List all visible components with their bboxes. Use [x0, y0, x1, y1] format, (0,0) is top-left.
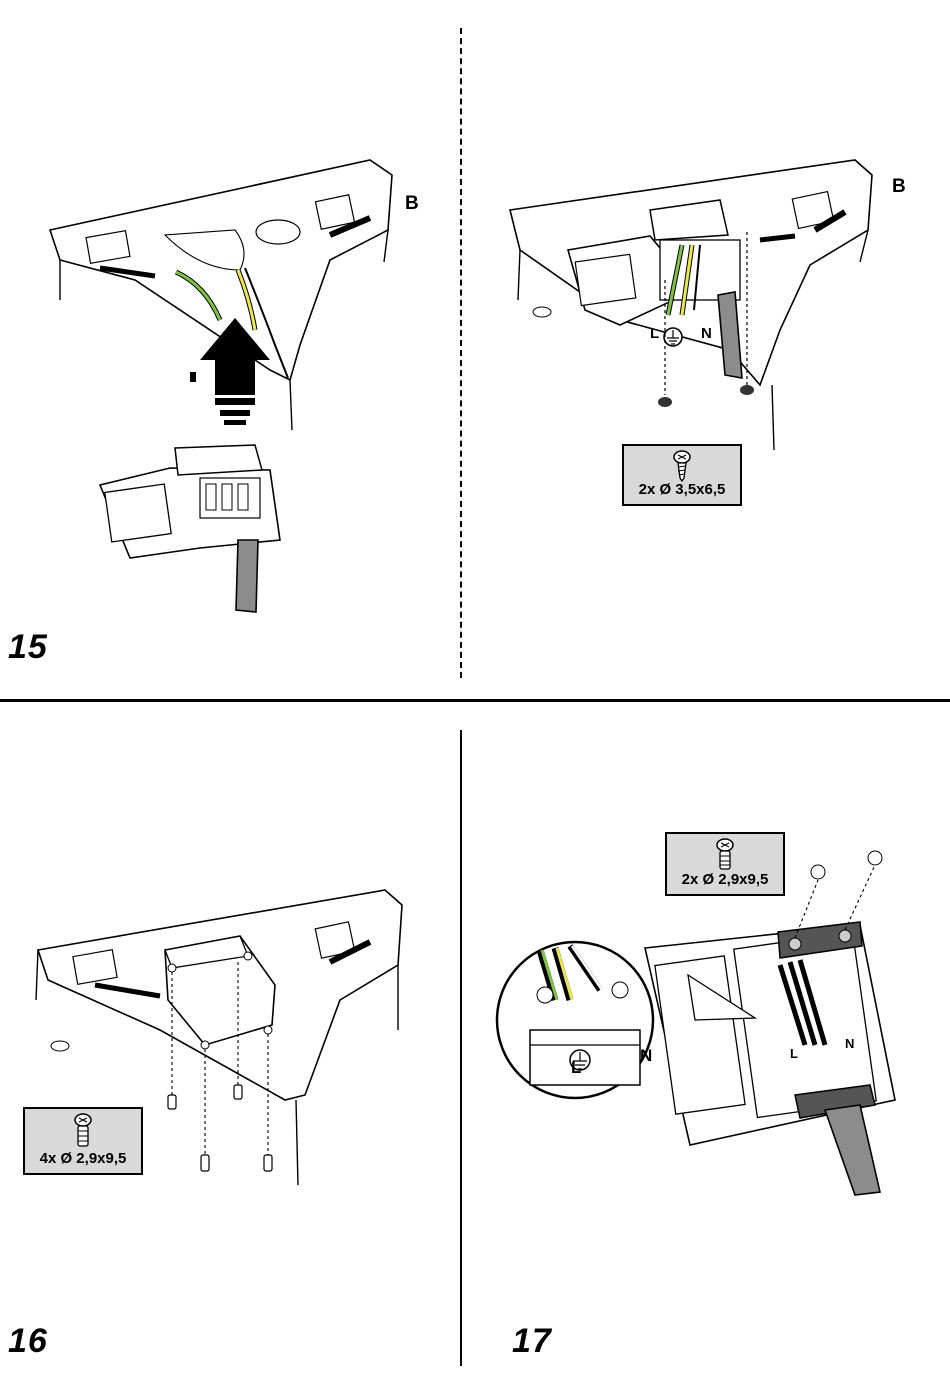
screw-icon: [73, 1113, 93, 1149]
cable-clamp-drawing: [460, 700, 950, 1383]
step-number: 17: [512, 1322, 552, 1361]
step-number: 16: [8, 1322, 48, 1361]
terminal-l-label: L: [650, 325, 659, 342]
label-b: B: [892, 176, 906, 198]
detail-terminal-n-label: N: [640, 1046, 652, 1066]
hood-bracket-mounted-drawing: [460, 0, 950, 690]
terminal-cover-drawing: [0, 700, 460, 1383]
screw-spec-label: 4x Ø 2,9x9,5: [25, 1150, 141, 1167]
screw-icon: [672, 450, 692, 482]
hood-bracket-drawing: [0, 0, 460, 690]
step-number: 15: [8, 628, 48, 667]
label-b: B: [405, 193, 419, 215]
screw-spec-box: 2x Ø 2,9x9,5: [665, 832, 785, 896]
detail-terminal-l-label: L: [571, 1058, 581, 1078]
screw-spec-label: 2x Ø 2,9x9,5: [667, 871, 783, 888]
screw-spec-box: 4x Ø 2,9x9,5: [23, 1107, 143, 1175]
screw-spec-box: 2x Ø 3,5x6,5: [622, 444, 742, 506]
block-terminal-n-label: N: [845, 1036, 854, 1051]
screw-icon: [715, 838, 735, 872]
block-terminal-l-label: L: [790, 1046, 798, 1061]
screw-spec-label: 2x Ø 3,5x6,5: [624, 481, 740, 498]
terminal-n-label: N: [701, 325, 712, 342]
